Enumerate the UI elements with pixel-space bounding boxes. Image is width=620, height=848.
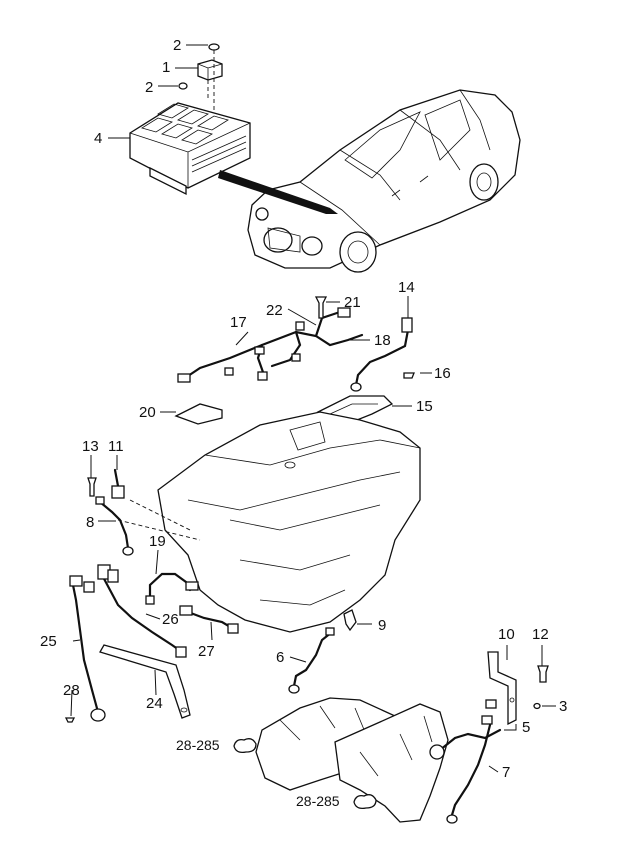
oxygen-sensor-8[interactable] xyxy=(95,496,134,556)
bolt-12[interactable] xyxy=(537,665,549,683)
leader-lines xyxy=(70,44,556,773)
callout-16: 16 xyxy=(434,365,451,382)
callout-5: 5 xyxy=(522,719,530,736)
callout-19: 19 xyxy=(149,533,166,550)
callout-3: 3 xyxy=(559,698,567,715)
clip-bolt[interactable] xyxy=(314,296,328,319)
callout-9: 9 xyxy=(378,617,386,634)
engine-block xyxy=(157,411,421,633)
callout-28: 28 xyxy=(63,682,80,699)
oxygen-sensor-7[interactable] xyxy=(446,699,497,824)
reference-label: 28-285 xyxy=(296,793,340,809)
bolt-13[interactable] xyxy=(87,477,97,497)
oxygen-sensor-6[interactable] xyxy=(288,627,335,694)
callout-20: 20 xyxy=(139,404,156,421)
callout-24: 24 xyxy=(146,695,163,712)
callout-26: 26 xyxy=(162,611,179,628)
callout-14: 14 xyxy=(398,279,415,296)
ecu-module[interactable] xyxy=(129,102,251,196)
sensor-25[interactable] xyxy=(69,575,106,722)
callout-1: 1 xyxy=(162,59,170,76)
exhaust-manifold-right xyxy=(334,703,449,823)
nut-upper[interactable] xyxy=(208,43,220,51)
callout-21: 21 xyxy=(344,294,361,311)
location-arrow xyxy=(218,170,338,214)
bracket-20[interactable] xyxy=(174,403,223,425)
oxygen-sensor-5[interactable] xyxy=(429,715,502,760)
callout-2-upper: 2 xyxy=(173,37,181,54)
callout-6: 6 xyxy=(276,649,284,666)
sensor-26[interactable] xyxy=(97,564,187,658)
reference-label: 28-285 xyxy=(176,737,220,753)
callout-2-lower: 2 xyxy=(145,79,153,96)
callout-labels: 1 2 2 3 4 5 6 7 8 9 10 11 12 13 14 15 16… xyxy=(40,37,567,781)
callout-13: 13 xyxy=(82,438,99,455)
callout-17: 17 xyxy=(230,314,247,331)
callout-27: 27 xyxy=(198,643,215,660)
relay[interactable] xyxy=(197,59,223,81)
knock-sensor-right[interactable] xyxy=(350,317,413,392)
callout-11: 11 xyxy=(108,438,124,455)
callout-4: 4 xyxy=(94,130,102,147)
callout-12: 12 xyxy=(532,626,549,643)
sensor-27[interactable] xyxy=(179,605,239,634)
reference-28-285-lower[interactable]: 28-285 xyxy=(296,793,377,810)
sensor-11[interactable] xyxy=(111,468,125,499)
sensor-19[interactable] xyxy=(145,572,199,605)
car-illustration xyxy=(247,89,521,273)
callout-22: 22 xyxy=(266,302,283,319)
bolt-28[interactable] xyxy=(64,717,76,723)
washer-3[interactable] xyxy=(533,702,541,710)
callout-10: 10 xyxy=(498,626,515,643)
callout-25: 25 xyxy=(40,633,57,650)
wiring-harness[interactable] xyxy=(177,307,364,383)
reference-28-285-upper[interactable]: 28-285 xyxy=(176,737,257,754)
clip-9[interactable] xyxy=(343,609,357,632)
bolt-16[interactable] xyxy=(403,372,415,379)
callout-18: 18 xyxy=(374,332,391,349)
nut-lower[interactable] xyxy=(178,82,188,90)
bracket-10[interactable] xyxy=(487,651,517,726)
bracket-24[interactable] xyxy=(99,644,191,719)
callout-7: 7 xyxy=(502,764,510,781)
callout-8: 8 xyxy=(86,514,94,531)
callout-15: 15 xyxy=(416,398,433,415)
